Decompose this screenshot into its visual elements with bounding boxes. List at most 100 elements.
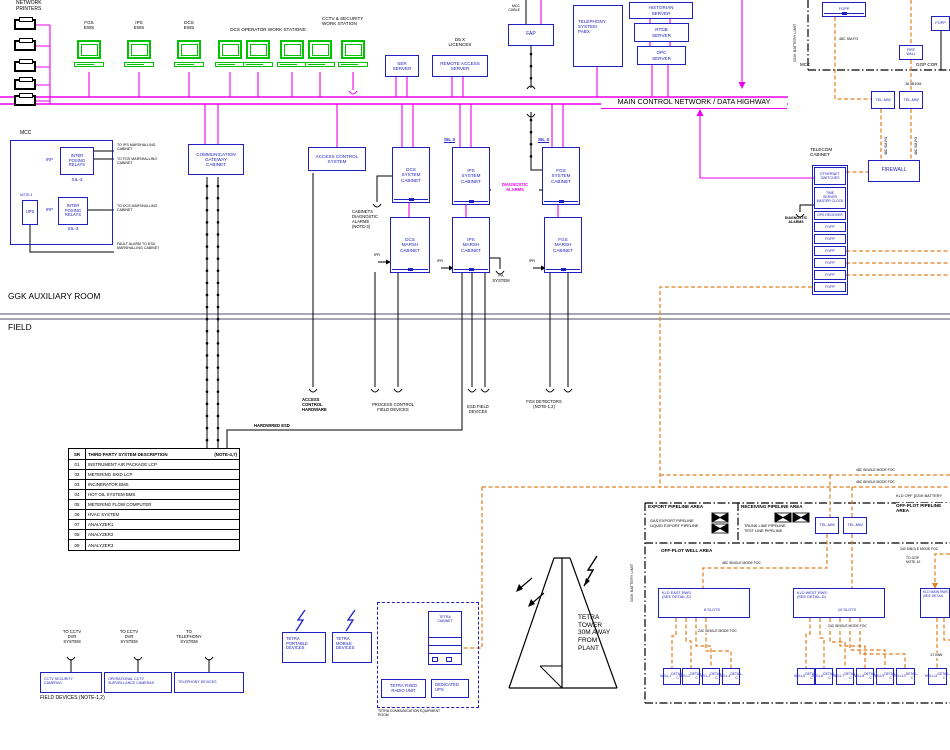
fgs-ews-label: FGS EWS xyxy=(83,20,95,31)
row-desc: HOT OIL SYSTEM BMS xyxy=(88,492,136,497)
kld-main-rws-box: KLD MAIN RWS (SEE DETAIL xyxy=(920,588,950,618)
sil3-label: SIL-3 xyxy=(67,226,79,231)
cable-label: 240 SINGLE MODE FOC xyxy=(900,547,939,552)
receiving-pipeline-area-label: RECEIVING PIPELINE AREA xyxy=(741,504,803,510)
well-name: WELL2 xyxy=(679,673,691,678)
telephony-pabx-box: TELEPHONY SYSTEM PABX xyxy=(573,5,623,67)
sil3-label: SIL-3 xyxy=(71,177,83,182)
fopp-box: FOPP xyxy=(814,270,846,280)
fopp-box: FOPP xyxy=(931,16,950,31)
table-header-row: SR THIRD PARTY SYSTEM DESCRIPTION (NOTE-… xyxy=(69,449,239,460)
well-name: WELL3 xyxy=(699,673,711,678)
irp-label: IRP xyxy=(46,157,53,162)
fopp-box: FOPP xyxy=(814,234,846,244)
telecom-cabinet-box xyxy=(812,165,848,295)
row-desc: ANALYZER2 xyxy=(88,532,114,537)
well-name: WELL9 xyxy=(873,673,885,678)
tetra-equipment-room-box xyxy=(377,602,479,708)
ser-server-box: SER SERVER xyxy=(385,55,419,77)
ipr-label: IPR xyxy=(529,259,535,263)
field-devices-note-label: FIELD DEVICES (NOTE-1,2) xyxy=(40,695,105,701)
cable-label: 48C SINGLE MODE FOC xyxy=(856,480,895,485)
well-name: WELL7 xyxy=(833,673,845,678)
fopp-box: FOPP xyxy=(814,222,846,232)
magenta-arrowheads xyxy=(696,82,746,116)
well-name: WELL11 xyxy=(924,673,938,678)
to-fgs-marshalling-label: TO FGS MARSHALLING CABINET xyxy=(117,157,158,166)
tel-mw-box: TEL-MW xyxy=(899,91,923,109)
row-sr: 06 xyxy=(69,510,86,519)
sil3-flag: SIL 3 xyxy=(444,137,455,144)
cable-label: 48C SM-FO xyxy=(839,37,859,42)
remote-access-server-box: REMOTE ACCESS SERVER xyxy=(432,55,488,77)
fopp-box: FOPP xyxy=(814,258,846,268)
tetra-portable-devices-box: TETRA PORTABLE DEVICES xyxy=(282,632,326,663)
magenta-branches xyxy=(36,0,814,217)
rtdb-server-box: RTDB SERVER xyxy=(634,23,689,42)
hardwired-esd-label: HARDWIRED ESD xyxy=(254,423,290,429)
cabinet-shelf-line xyxy=(428,637,462,638)
ips-system-cabinet: IPS SYSTEM CABINET xyxy=(452,147,490,205)
well-detail: DETAIL-C xyxy=(884,671,897,680)
cable-label: 48C SINGLE MODE FOC xyxy=(722,561,761,566)
pipeline-valve-symbols xyxy=(711,512,810,534)
historian-server-box: HISTORIAN SERVER xyxy=(629,2,693,19)
well-name: WELL6 xyxy=(812,673,824,678)
fopp-box: FOPP xyxy=(822,2,866,17)
well-detail: DETAIL-C xyxy=(823,671,836,680)
keyboard-icon xyxy=(338,62,368,67)
receiving-pipeline-lines-label: TRUNK LINE PIPELINE TEST LINE PIPELINE xyxy=(744,523,786,533)
diagnostic-alarms-label: DIAGNOSTIC ALARMS xyxy=(501,182,529,192)
off-plot-well-label: OFF-PLOT WELL AREA xyxy=(661,548,713,553)
row-desc: HVAC SYSTEM xyxy=(88,512,120,517)
cable-label: 48C SM-FO xyxy=(914,136,918,155)
well-detail: DETAIL-C xyxy=(805,671,818,680)
orange-arrowheads xyxy=(932,583,938,589)
keyboard-icon xyxy=(174,62,204,67)
mcc-area-label: MCC xyxy=(800,62,811,67)
black-signal-lines xyxy=(29,0,942,675)
to-ggp-label: TO GGP NOTE-10 xyxy=(906,556,932,565)
cabinet-foot xyxy=(432,657,438,662)
well-detail: DETAIL-C xyxy=(864,671,877,680)
dcs-marshalling-cabinet: DCS MARSH CABINET xyxy=(390,217,430,273)
tower-arrowheads xyxy=(516,578,590,607)
printer-icon xyxy=(14,93,36,106)
ipr-label: IPR xyxy=(437,259,443,263)
to-ips-marshalling-label: TO IPS MARSHALLING CABINET xyxy=(117,143,156,152)
ggk-battery-limit-label: GGK BATTERY LIMIT xyxy=(629,563,634,602)
cctv-security-cameras-box: CCTV SECURITY CAMERAS xyxy=(40,672,102,693)
tel-mw-box: TEL-MW xyxy=(843,517,867,534)
tel-mw-box: TEL-MW xyxy=(815,517,839,534)
dedicated-ups-box: DEDICATED UPS xyxy=(431,679,469,698)
well-detail: DETAIL-C xyxy=(710,671,723,680)
printer-icon xyxy=(14,17,36,30)
row-sr: 03 xyxy=(69,480,86,489)
dcs-system-cabinet: DCS SYSTEM CABINET xyxy=(392,147,430,203)
printer-icon xyxy=(14,38,36,51)
off-plot-pipeline-label: OFF-PLOT PIPELINE AREA xyxy=(896,503,950,514)
fgs-marshalling-cabinet: FGS MARSH CABINET xyxy=(544,217,582,273)
ggp-cor-label: GGP COR xyxy=(916,62,938,67)
keyboard-icon xyxy=(243,62,273,67)
workstation-icon xyxy=(246,40,270,59)
row-sr: 07 xyxy=(69,520,86,529)
esd-field-devices-label: ESD FIELD DEVICES xyxy=(467,404,489,414)
well-detail: DETAIL-C xyxy=(671,671,684,680)
telephony-devices-box: TELEPHONY DEVICES xyxy=(174,672,244,693)
ips-ews-label: IPS EWS xyxy=(133,20,145,31)
cable-label: 24C SINGLE MODE FOC xyxy=(698,629,737,634)
cable-label: 48C SINGLE MODE FOC xyxy=(856,468,895,473)
well-detail: DETAIL-C xyxy=(690,671,703,680)
